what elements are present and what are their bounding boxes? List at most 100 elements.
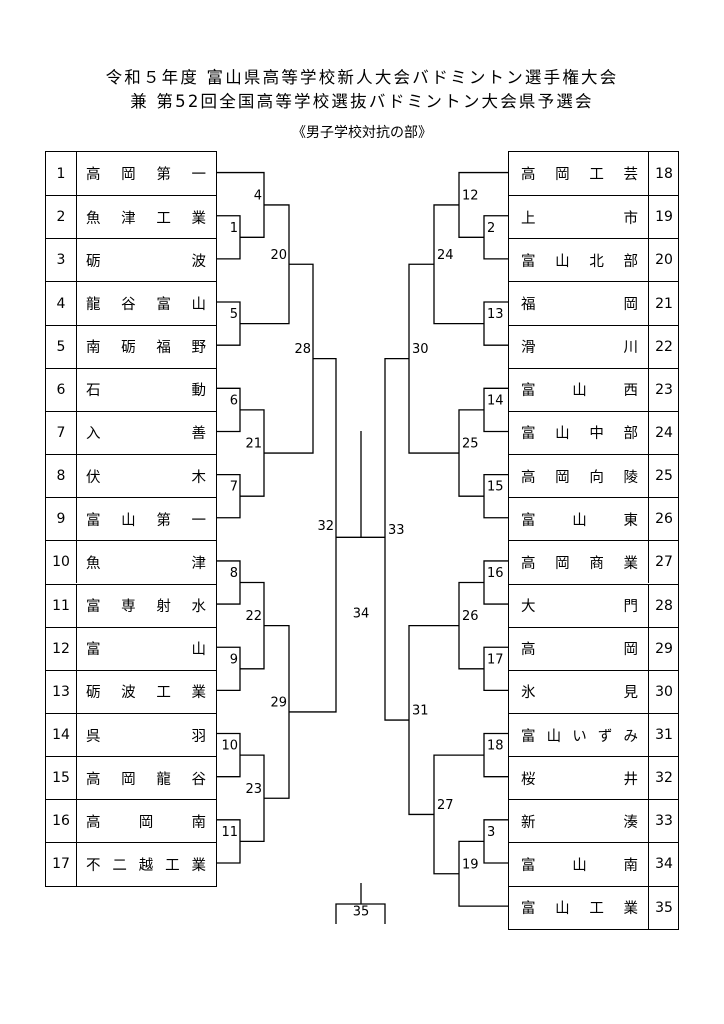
team-name: 高岡 [521,642,638,659]
team-name: 伏木 [86,469,206,486]
team-row: 22 滑川 [509,324,678,368]
team-name: 南砺福野 [86,340,206,357]
match-number: 11 [221,825,238,840]
team-row: 12 富山 [46,626,216,670]
match-number: 30 [412,342,429,357]
team-name: 富山南 [521,857,638,874]
team-number: 3 [56,252,66,269]
match-number: 22 [245,609,262,624]
match-number: 33 [388,523,405,538]
team-name: 富山東 [521,512,638,529]
team-number: 12 [52,640,70,657]
team-name: 富専射水 [86,599,206,616]
team-name: 高岡向陵 [521,469,638,486]
team-number: 13 [52,683,70,700]
team-number: 22 [655,338,673,355]
column-divider [648,757,649,800]
team-number: 4 [56,295,66,312]
team-number: 5 [56,338,66,355]
team-name: 砺波工業 [86,685,206,702]
match-number: 2 [487,221,495,236]
team-number: 35 [655,899,673,916]
column-divider [648,584,649,627]
match-number: 18 [487,739,504,754]
column-divider [76,627,77,670]
title-line-2: 兼 第52回全国高等学校選抜バドミントン大会県予選会 [130,92,594,111]
team-number: 33 [655,813,673,830]
team-name: 砺波 [86,253,206,270]
team-number: 23 [655,381,673,398]
column-divider [76,455,77,498]
team-number: 28 [655,597,673,614]
match-number: 4 [254,188,262,203]
team-number: 18 [655,165,673,182]
bracket-line [458,409,484,497]
match-number: 15 [487,480,504,495]
column-divider [76,584,77,627]
team-row: 25 高岡向陵 [509,454,678,498]
team-row: 14 呉羽 [46,712,216,757]
column-divider [648,627,649,670]
team-number: 10 [52,554,70,571]
team-number: 14 [52,727,70,743]
team-row: 26 富山東 [509,497,678,541]
team-name: 富山工業 [521,901,638,918]
column-divider [648,239,649,282]
team-number: 24 [655,424,673,441]
team-number: 15 [52,770,70,787]
match-number: 12 [462,188,479,203]
third-place-match-number: 35 [353,905,370,920]
bracket-line [240,409,265,497]
column-divider [76,325,77,368]
team-name: 高岡龍谷 [86,771,206,788]
column-divider [76,757,77,800]
column-divider [648,282,649,325]
column-divider [76,498,77,541]
team-name: 上市 [521,210,638,227]
division-subtitle: 《男子学校対抗の部》 [292,125,432,141]
team-row: 5 南砺福野 [46,324,216,368]
team-name: 高岡第一 [86,167,206,184]
team-name: 魚津 [86,555,206,572]
third-place-bracket [335,903,386,924]
team-number: 17 [52,856,70,873]
team-name: 富山 [86,642,206,659]
team-number: 26 [655,511,673,528]
team-name: 入善 [86,426,206,443]
team-name: 石動 [86,383,206,400]
team-row: 35 富山工業 [509,885,678,929]
match-number: 29 [270,695,287,710]
team-name: 高岡南 [86,814,206,831]
team-number: 34 [655,856,673,873]
team-name: 富山北部 [521,253,638,270]
bracket-line [289,358,337,713]
team-row: 13 砺波工業 [46,669,216,713]
column-divider [76,670,77,713]
column-divider [76,411,77,455]
match-number: 3 [487,825,495,840]
team-number: 19 [655,209,673,226]
team-name: 呉羽 [86,728,206,745]
column-divider [648,541,649,584]
team-row: 34 富山南 [509,842,678,886]
team-number: 25 [655,468,673,485]
bracket-line [264,625,290,799]
column-divider [76,541,77,584]
column-divider [648,196,649,239]
column-divider [648,152,649,196]
column-divider [648,325,649,368]
team-name: 滑川 [521,340,638,357]
team-number: 32 [655,770,673,787]
